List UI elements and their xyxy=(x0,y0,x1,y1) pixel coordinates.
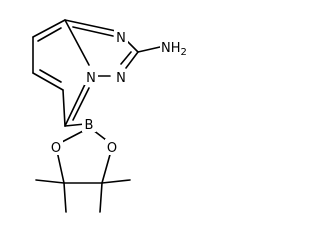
bond-methyl-2 xyxy=(63,182,67,213)
bond-o-left-c xyxy=(56,150,65,184)
atom-n-triazole-1: N xyxy=(114,29,128,46)
bond-c7-c6 xyxy=(32,72,64,91)
bond-c7-c6-inner xyxy=(39,69,62,83)
atom-amine: NH2 xyxy=(160,39,190,58)
atom-label-n3: N xyxy=(116,71,126,86)
pyridine-ring xyxy=(32,19,90,127)
bond-c8a-n1-inner xyxy=(72,26,114,37)
bond-c8-c8-inner xyxy=(37,27,62,42)
bond-c5-b xyxy=(64,123,86,127)
bond-methyl-4 xyxy=(101,179,131,184)
bond-c8a-n1 xyxy=(64,19,117,32)
atom-oxygen-right: O xyxy=(105,139,119,156)
bond-methyl-1 xyxy=(35,179,65,184)
atom-n-fused: N xyxy=(84,69,98,86)
bond-n1-c2 xyxy=(126,40,139,53)
atom-n-triazole-3: N xyxy=(114,69,128,86)
atom-label-n1: N xyxy=(116,31,126,46)
atom-label-b: B xyxy=(85,118,94,133)
atom-boron: B xyxy=(82,116,96,133)
atom-label-n4: N xyxy=(86,71,96,86)
molecule-structure: N NH2 N N B O O xyxy=(32,19,190,213)
bond-b-o-left xyxy=(59,129,86,144)
bond-c2-n3 xyxy=(125,51,139,69)
bond-c6-c5 xyxy=(62,89,66,127)
atom-label-o-left: O xyxy=(51,141,61,156)
atom-oxygen-left: O xyxy=(49,139,63,156)
bond-o-right-c xyxy=(101,150,112,184)
bond-c5-n4-inner xyxy=(72,87,90,121)
bond-c2-nh2 xyxy=(137,46,161,53)
atom-label-nh2: NH2 xyxy=(161,41,187,58)
bond-c2-n3-inner xyxy=(120,51,132,65)
bond-n4-c8a xyxy=(64,19,90,66)
triazole-ring xyxy=(64,19,161,77)
bond-c5-n4 xyxy=(64,77,89,127)
bond-methyl-3 xyxy=(99,182,103,213)
pinacol-boronate xyxy=(35,123,131,213)
atom-label-o-right: O xyxy=(107,141,117,156)
bond-c8a-c8 xyxy=(32,19,66,38)
